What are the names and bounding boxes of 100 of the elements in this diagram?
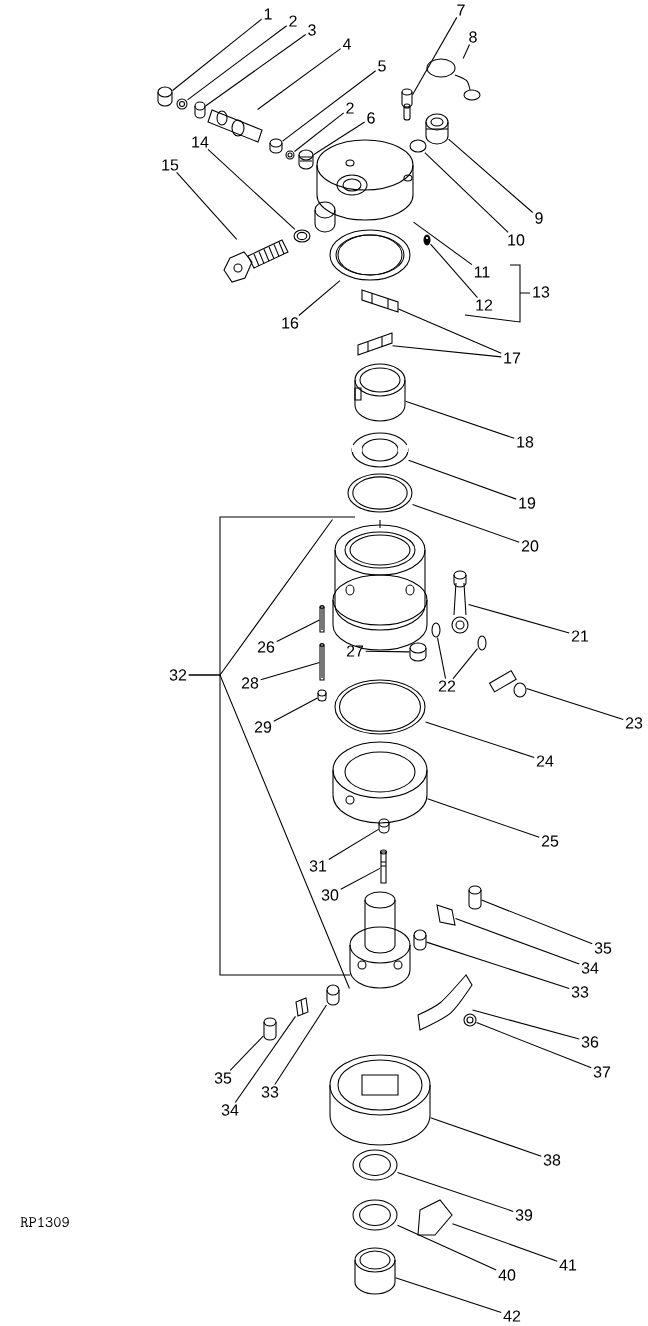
callout-number: 34 xyxy=(221,1104,239,1116)
callout-number: 38 xyxy=(543,1154,561,1166)
leader-line xyxy=(282,70,377,142)
callout-number: 18 xyxy=(517,436,534,448)
part-drawing xyxy=(413,929,427,951)
callout-number: 8 xyxy=(469,31,477,43)
callout-number: 5 xyxy=(378,60,386,72)
leader-line xyxy=(260,661,320,681)
leader-line xyxy=(397,1224,497,1271)
leader-line xyxy=(392,345,502,358)
leader-line xyxy=(176,171,238,240)
leader-line xyxy=(424,152,509,233)
leader-line xyxy=(448,138,534,214)
callout-number: 26 xyxy=(257,641,275,653)
leader-line xyxy=(468,603,570,634)
leader-line xyxy=(413,221,473,266)
callout-number: 23 xyxy=(625,717,643,729)
part-drawing xyxy=(223,239,289,283)
part-drawing xyxy=(314,139,414,233)
callout-number: 16 xyxy=(282,317,299,329)
callout-number: 20 xyxy=(521,540,539,552)
leader-line xyxy=(207,148,296,230)
part-drawing xyxy=(329,1054,431,1146)
callout-number: 39 xyxy=(515,1209,533,1221)
leader-line xyxy=(452,1223,558,1262)
callout-number: 2 xyxy=(346,102,354,114)
part-drawing xyxy=(329,229,411,281)
leader-line xyxy=(398,308,502,354)
leader-line xyxy=(313,121,366,156)
part-drawing xyxy=(426,58,481,101)
part-drawing xyxy=(468,885,482,910)
callout-number: 3 xyxy=(308,24,316,36)
part-drawing xyxy=(463,1013,477,1027)
part-drawing xyxy=(477,635,487,651)
leader-line xyxy=(481,899,593,945)
leader-line xyxy=(425,721,535,758)
part-drawing xyxy=(285,150,295,160)
leader-line xyxy=(452,648,478,680)
part-drawing xyxy=(194,101,206,119)
callout-number: 40 xyxy=(498,1269,516,1281)
leader-line xyxy=(397,1172,514,1212)
part-drawing xyxy=(361,289,399,313)
callout-number: 28 xyxy=(241,677,259,689)
callout-number: 15 xyxy=(162,159,179,171)
part-drawing xyxy=(352,1199,398,1231)
callout-number: 10 xyxy=(508,234,525,246)
callout-number: 1 xyxy=(264,8,272,20)
leader-line xyxy=(294,112,345,152)
part-drawing xyxy=(425,113,449,145)
part-drawing xyxy=(354,1247,396,1295)
part-drawing xyxy=(409,139,427,153)
callout-number: 19 xyxy=(519,497,536,509)
leader-line xyxy=(455,917,580,965)
figure-code: RP1309 xyxy=(20,1216,69,1228)
part-drawing xyxy=(378,818,390,834)
part-drawing xyxy=(326,984,340,1006)
callout-number: 41 xyxy=(559,1259,577,1271)
callout-number: 4 xyxy=(342,38,351,50)
part-drawing xyxy=(357,332,393,356)
leader-line xyxy=(430,243,478,299)
callout-number: 31 xyxy=(309,860,327,872)
leader-line xyxy=(234,1015,296,1103)
callout-number: 14 xyxy=(192,136,209,148)
part-drawing xyxy=(319,604,325,633)
part-drawing xyxy=(423,234,431,246)
part-drawing xyxy=(319,642,325,681)
part-drawing xyxy=(269,138,283,154)
part-drawing xyxy=(207,109,263,143)
leader-line xyxy=(229,1035,264,1071)
callout-number: 36 xyxy=(581,1036,599,1048)
part-drawing xyxy=(379,849,388,884)
leader-line xyxy=(273,697,318,722)
callout-number: 2 xyxy=(289,15,297,27)
leader-line xyxy=(340,867,381,890)
leader-line xyxy=(526,687,624,721)
leader-line xyxy=(426,941,570,990)
part-drawing xyxy=(293,229,311,243)
part-drawing xyxy=(349,891,411,989)
leader-line xyxy=(395,1277,502,1313)
callout-number: 33 xyxy=(571,986,589,998)
leader-line xyxy=(365,650,410,653)
leader-line xyxy=(257,48,342,110)
part-drawing xyxy=(417,1199,453,1236)
leader-line xyxy=(405,400,515,439)
callout-number: 24 xyxy=(536,755,554,767)
callout-number: 7 xyxy=(457,4,465,16)
callout-number: 25 xyxy=(541,835,559,847)
callout-number: 35 xyxy=(214,1072,232,1084)
callout-number: 13 xyxy=(533,286,550,298)
callout-number: 42 xyxy=(503,1310,521,1322)
leader-line xyxy=(412,503,520,543)
part-drawing xyxy=(347,473,413,513)
callout-number: 27 xyxy=(346,645,364,657)
part-drawing xyxy=(354,363,406,422)
leader-line xyxy=(462,44,471,59)
leader-line xyxy=(172,18,263,91)
part-drawing xyxy=(431,622,441,638)
part-drawing xyxy=(417,974,473,1031)
callout-number: 34 xyxy=(581,962,599,974)
part-drawing xyxy=(332,741,428,824)
